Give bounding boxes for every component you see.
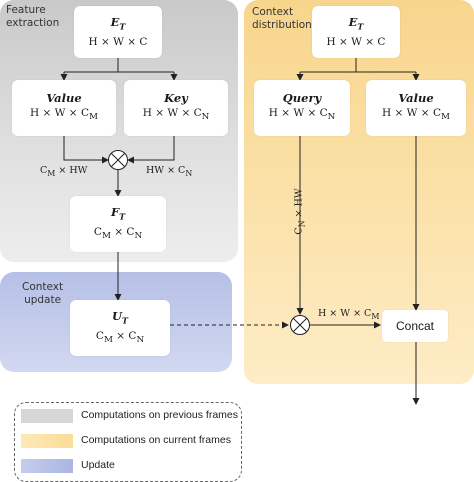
legend-text-current: Computations on current frames <box>81 434 231 446</box>
legend-swatch-previous <box>21 409 73 423</box>
multiply-node-left <box>108 150 128 170</box>
ut-node: UT CM × CN <box>70 300 170 356</box>
context-update-label: Context update <box>22 281 64 306</box>
legend-text-update: Update <box>81 459 115 471</box>
query-node: Query H × W × CN <box>254 80 350 136</box>
et-node-right: ET H × W × C <box>312 6 400 58</box>
legend-swatch-update <box>21 459 73 473</box>
concat-node: Concat <box>382 310 448 342</box>
value-node-left: Value H × W × CM <box>12 80 116 136</box>
value-node-right: Value H × W × CM <box>366 80 466 136</box>
context-distribution-label: Context distribution <box>252 6 312 31</box>
arrow-key-to-mult <box>127 136 175 164</box>
multiply-node-right <box>290 315 310 335</box>
feature-extraction-label: Feature extraction <box>6 4 60 29</box>
arrow-value-to-mult <box>63 136 109 164</box>
key-node: Key H × W × CN <box>124 80 228 136</box>
legend-swatch-current <box>21 434 73 448</box>
label-cn-hw: CN × HW <box>293 188 307 235</box>
split-line-left <box>64 58 174 73</box>
label-cm-hw: CM × HW <box>40 165 88 178</box>
label-hw-cn: HW × CN <box>146 165 193 178</box>
label-hwcm: H × W × CM <box>318 308 380 321</box>
et-node-left: ET H × W × C <box>74 6 162 58</box>
legend-text-previous: Computations on previous frames <box>81 409 238 421</box>
ft-node: FT CM × CN <box>70 196 166 252</box>
legend: Computations on previous frames Computat… <box>14 402 242 482</box>
split-line-right <box>300 58 416 73</box>
